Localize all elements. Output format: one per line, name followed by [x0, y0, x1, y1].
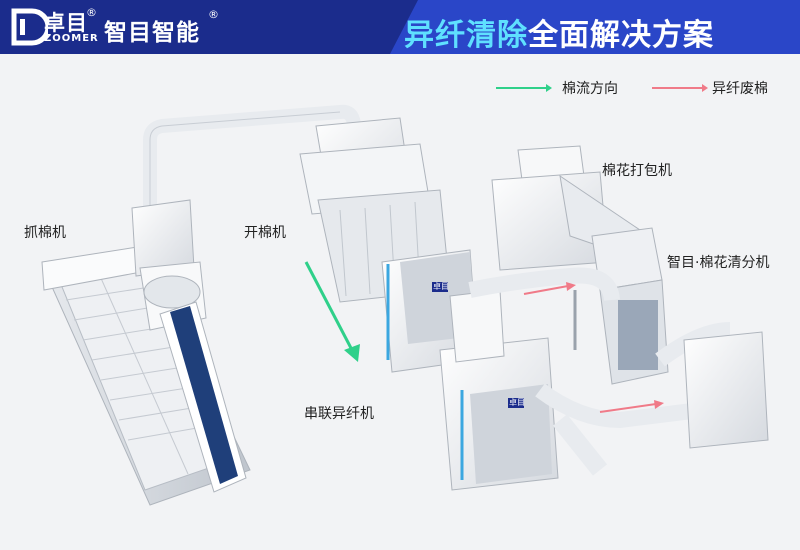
machine-badge-2: 卓目	[509, 398, 525, 407]
brand-reg-mark: ®	[208, 8, 219, 21]
waste-flow-arrow-1-icon	[523, 282, 576, 295]
legend-cotton-flow: 棉流方向	[562, 81, 618, 97]
legend-foreign-fiber-waste: 异纤废棉	[712, 81, 768, 97]
inline-fiber-machine-2	[439, 289, 559, 491]
logo-english-text: ZOOMER	[44, 33, 99, 44]
cotton-grabber-machine	[41, 199, 251, 506]
title-rest: 全面解决方案	[528, 18, 714, 53]
legend-arrow-red-icon	[652, 84, 708, 92]
header-bar: 卓目 ® ZOOMER 智目智能 ® 异纤清除全面解决方案	[0, 0, 800, 54]
logo-reg-mark: ®	[86, 6, 97, 19]
label-grabber: 抓棉机	[24, 225, 66, 241]
badge-2	[508, 398, 524, 408]
production-line-diagram	[41, 104, 769, 506]
legend-arrow-green-icon	[496, 84, 552, 92]
label-opener: 开棉机	[244, 225, 286, 241]
brand-name: 智目智能	[104, 20, 200, 46]
air-duct-right	[468, 267, 731, 476]
air-duct-top	[143, 104, 361, 219]
logo-chinese-text: 卓目	[44, 11, 88, 35]
title-highlight: 异纤清除	[404, 18, 528, 53]
cotton-separator-machine	[591, 227, 669, 385]
label-baler: 棉花打包机	[602, 163, 672, 179]
label-inline-machine: 串联异纤机	[304, 406, 374, 422]
header-title-panel	[390, 0, 800, 54]
waste-cotton-bin	[683, 331, 769, 449]
zoomer-logo-icon	[11, 8, 48, 46]
cotton-flow-arrow-icon	[304, 261, 360, 362]
label-separator: 智目·棉花清分机	[667, 255, 770, 271]
machine-badge-1: 卓目	[433, 282, 449, 291]
badge-1	[432, 282, 448, 292]
waste-flow-arrow-2-icon	[599, 400, 664, 413]
page-title: 异纤清除全面解决方案	[404, 10, 714, 54]
